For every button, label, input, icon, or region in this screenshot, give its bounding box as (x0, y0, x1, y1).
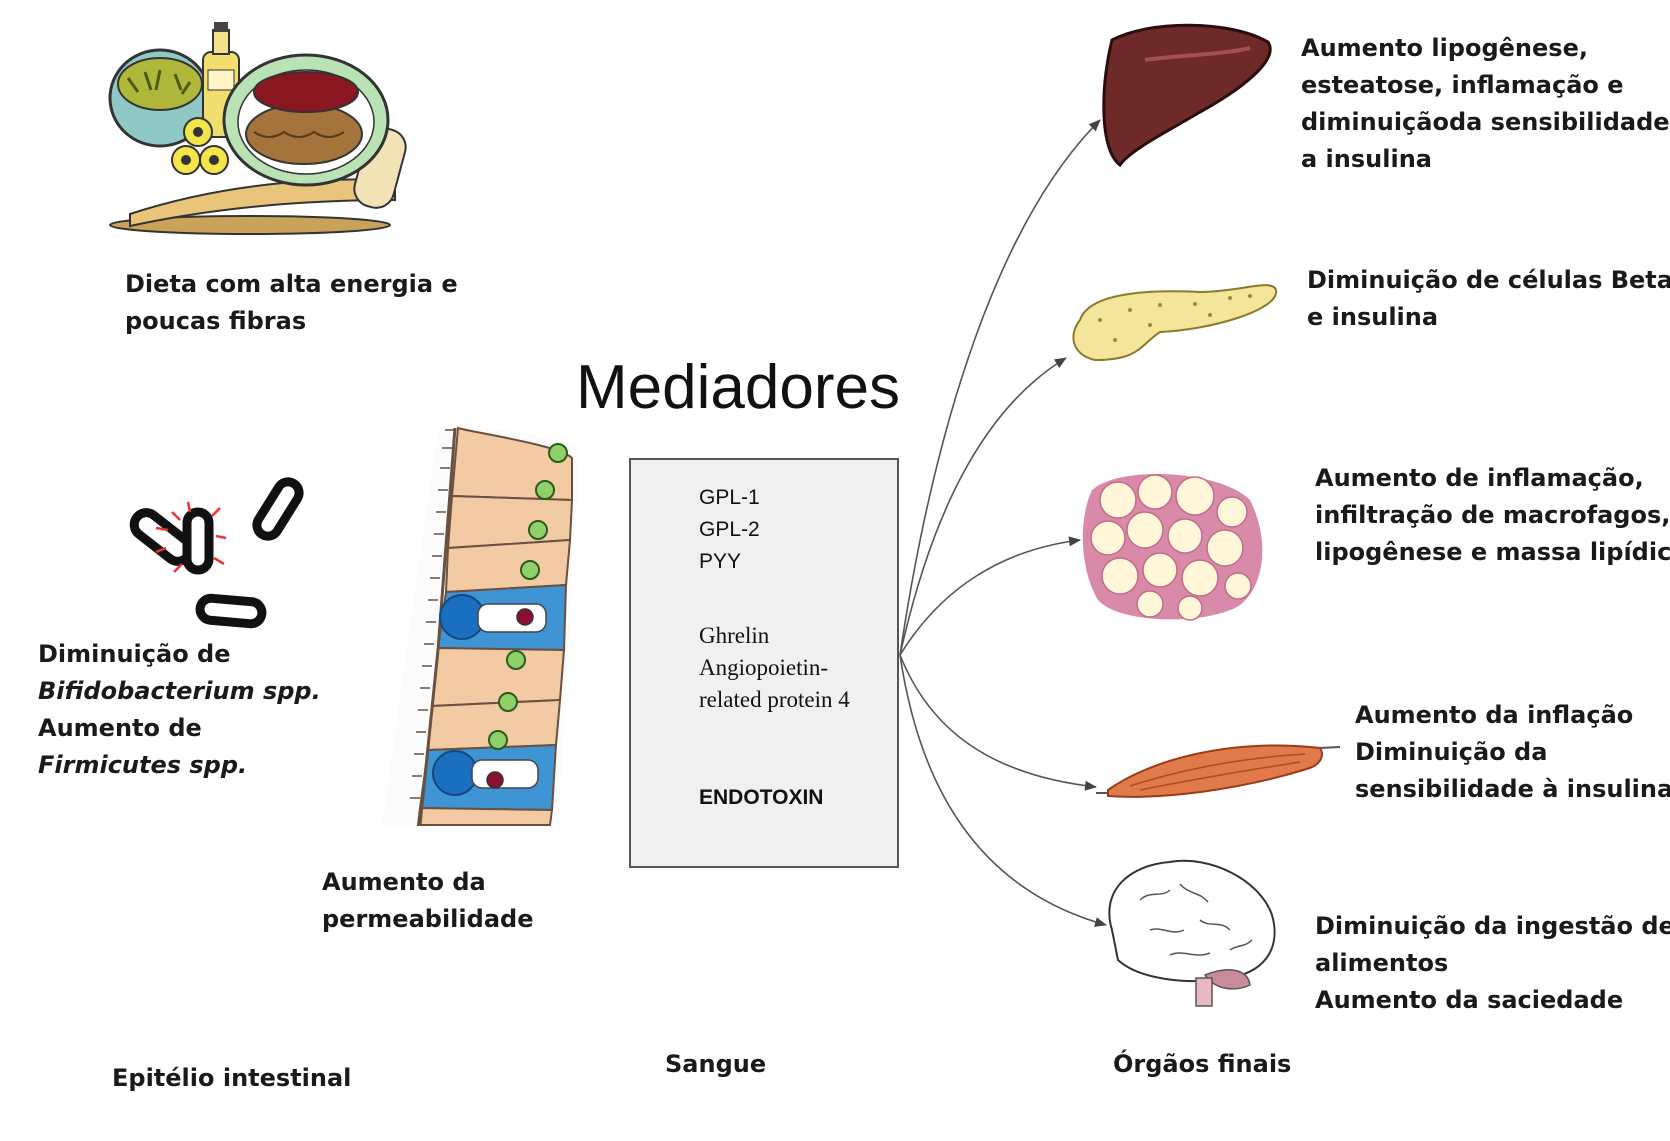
mediators-up-group-2: ENDOTOXIN (699, 782, 823, 814)
adipose-effects-line: Aumento de inflamação, (1315, 464, 1644, 492)
adipose-effects-label: Aumento de inflamação, infiltração de ma… (1315, 460, 1670, 571)
mediators-box: GPL-1 GPL-2 PYY Ghrelin Angiopoietin- re… (629, 458, 899, 868)
epithelium-illustration (382, 426, 580, 826)
liver-illustration (1102, 23, 1272, 168)
bacteria-flagella (155, 501, 227, 573)
brain-illustration (1108, 859, 1276, 1007)
mediator-item: GPL-2 (699, 518, 760, 541)
permeability-label: Aumento da permeabilidade (322, 864, 533, 938)
liver-effects-line: a insulina (1301, 145, 1432, 173)
liver-effects-line: Aumento lipogênese, (1301, 34, 1588, 62)
pancreas-effects-line: e insulina (1307, 303, 1439, 331)
adipose-effects-line: infiltração de macrofagos, (1315, 501, 1670, 529)
brain-effects-label: Diminuição da ingestão de alimentos Aume… (1315, 908, 1670, 1019)
mediator-item: GPL-1 (699, 486, 760, 509)
bacteria-label-line: Aumento de (38, 714, 202, 742)
brain-effects-line: Diminuição da ingestão de (1315, 912, 1670, 940)
brain-effects-line: Aumento da saciedade (1315, 986, 1624, 1014)
mediator-item: ENDOTOXIN (699, 786, 824, 809)
adipose-illustration (1082, 473, 1263, 621)
pancreas-illustration (1072, 284, 1278, 362)
column-label-blood: Sangue (665, 1050, 767, 1078)
diet-label-line: poucas fibras (125, 307, 307, 335)
permeability-label-line: Aumento da (322, 868, 486, 896)
bacteria-genus-bifidobacterium: Bifidobacterium spp. (38, 677, 321, 705)
adipose-effects-line: lipogênese e massa lipídica (1315, 538, 1670, 566)
muscle-effects-label: Aumento da inflação Diminuição da sensib… (1355, 697, 1670, 808)
column-label-organs: Órgãos finais (1113, 1050, 1292, 1078)
muscle-effects-line: Diminuição da (1355, 738, 1548, 766)
muscle-effects-line: Aumento da inflação (1355, 701, 1634, 729)
organ-connectors (899, 119, 1107, 927)
permeability-label-line: permeabilidade (322, 905, 534, 933)
bacteria-label-line: Diminuição de (38, 640, 231, 668)
bacteria-genus-firmicutes: Firmicutes spp. (38, 751, 248, 779)
mediator-item: PYY (699, 550, 742, 573)
diet-label: Dieta com alta energia e poucas fibras (125, 266, 458, 340)
pancreas-effects-label: Diminuição de células Beta e insulina (1307, 262, 1670, 336)
food-illustration (108, 22, 407, 235)
muscle-illustration (1096, 744, 1341, 798)
column-label-epithelium: Epitélio intestinal (112, 1064, 352, 1092)
mediator-item: related protein 4 (699, 687, 850, 712)
mediators-title: Mediadores (576, 353, 900, 422)
mediators-up-group-1: GPL-1 GPL-2 PYY (699, 482, 760, 578)
mediator-item: Ghrelin (699, 623, 770, 648)
mediator-item: Angiopoietin- (699, 655, 829, 680)
mediators-down-group: Ghrelin Angiopoietin- related protein 4 (699, 620, 850, 716)
diet-label-line: Dieta com alta energia e (125, 270, 458, 298)
brain-effects-line: alimentos (1315, 949, 1449, 977)
bacteria-label: Diminuição de Bifidobacterium spp. Aumen… (38, 636, 321, 784)
liver-effects-line: esteatose, inflamação e (1301, 71, 1624, 99)
liver-effects-line: diminuiçãoda sensibilidade (1301, 108, 1670, 136)
pancreas-effects-line: Diminuição de células Beta (1307, 266, 1670, 294)
bacteria-illustration (129, 477, 304, 629)
liver-effects-label: Aumento lipogênese, esteatose, inflamaçã… (1301, 30, 1670, 178)
muscle-effects-line: sensibilidade à insulina (1355, 775, 1670, 803)
